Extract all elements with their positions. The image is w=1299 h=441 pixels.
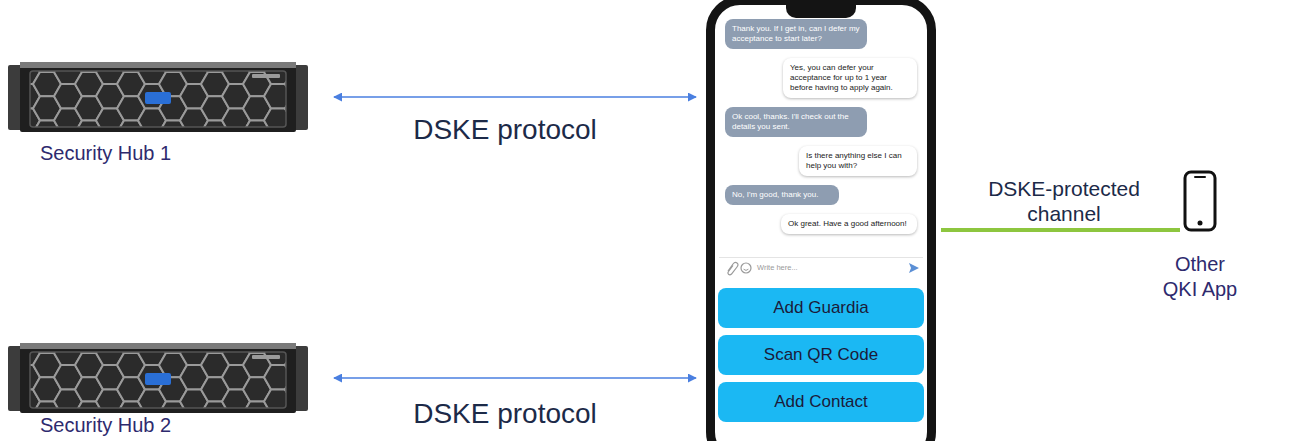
protocol-arrow: [334, 377, 696, 379]
phone-icon-button: [1198, 221, 1203, 226]
chat-column: Thank you. If I get in, can I defer my a…: [725, 19, 917, 234]
smiley-mouth: [744, 269, 749, 270]
hub-label: Security Hub 1: [40, 142, 171, 164]
app-button: Add Guardia: [718, 288, 924, 328]
button-label: Scan QR Code: [764, 345, 878, 365]
protected-channel: [941, 228, 1180, 232]
server-badge: [145, 373, 171, 385]
chat-message: Yes, you can defer your acceptance for u…: [790, 63, 910, 93]
chat-bubble: Ok great. Have a good afternoon!: [781, 214, 917, 234]
chat-message: Is there anything else I can help you wi…: [806, 151, 910, 171]
hub-label: Security Hub 2: [40, 414, 171, 436]
server-vent: [252, 74, 280, 78]
server-front: [30, 352, 286, 408]
smartphone: Thank you. If I get in, can I defer my a…: [706, 0, 936, 441]
server-badge: [145, 92, 171, 104]
phone-icon-body: [1185, 172, 1215, 230]
send-icon: [909, 263, 919, 273]
security-hub: Security Hub 2: [8, 343, 308, 439]
server-illustration: [8, 343, 308, 413]
chat-message: Ok great. Have a good afternoon!: [788, 219, 910, 229]
button-label: Add Contact: [774, 392, 868, 412]
chat-bubble: Thank you. If I get in, can I defer my a…: [725, 19, 867, 49]
chat-message: Ok cool, thanks. I'll check out the deta…: [732, 112, 860, 132]
chat-message: Thank you. If I get in, can I defer my a…: [732, 24, 860, 44]
input-icons: [719, 258, 923, 278]
chat-bubble: Yes, you can defer your acceptance for u…: [783, 58, 917, 98]
server-front: [30, 71, 286, 127]
server-illustration: [8, 62, 308, 132]
edge-label: DSKE protocol: [390, 398, 620, 430]
phone-notch: [786, 4, 856, 18]
paperclip-icon: [728, 262, 738, 274]
button-label: Add Guardia: [773, 298, 868, 318]
input-placeholder: Write here...: [757, 263, 798, 273]
phone-icon: [1183, 170, 1217, 232]
chat-message: No, I'm good, thank you.: [732, 190, 832, 200]
hex-bezel: [30, 352, 286, 408]
edge-label: DSKE protocol: [390, 114, 620, 146]
protocol-arrow: [334, 96, 696, 98]
app-button: Add Contact: [718, 382, 924, 422]
phone-icon-speaker: [1195, 176, 1205, 178]
chat-bubble: No, I'm good, thank you.: [725, 185, 839, 205]
chat-bubble: Ok cool, thanks. I'll check out the deta…: [725, 107, 867, 137]
smiley-icon: [741, 263, 751, 273]
hex-bezel: [30, 71, 286, 127]
peer-app: Other QKI App: [1160, 170, 1240, 305]
app-label: Other QKI App: [1160, 252, 1240, 302]
security-hub: Security Hub 1: [8, 62, 308, 172]
message-input: Write here...: [719, 257, 923, 277]
edge-label: DSKE-protected channel: [978, 176, 1150, 226]
server-top: [20, 343, 296, 349]
server-top: [20, 62, 296, 68]
chat-bubble: Is there anything else I can help you wi…: [799, 146, 917, 176]
app-button: Scan QR Code: [718, 335, 924, 375]
server-vent: [252, 355, 280, 359]
